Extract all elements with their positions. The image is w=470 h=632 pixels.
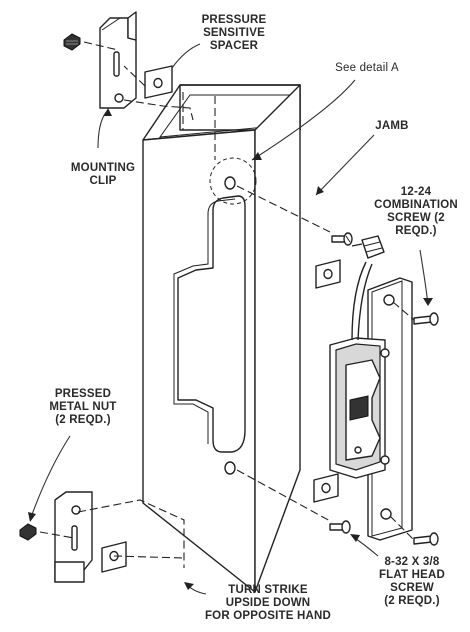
pressure-spacer-mid	[315, 259, 341, 289]
combination-screw-label: 12-24 COMBINATION SCREW (2 REQD.)	[374, 186, 458, 237]
mounting-clip-top	[99, 11, 137, 109]
pressure-spacer-label: PRESSURE SENSITIVE SPACER	[201, 14, 267, 52]
pressed-metal-nut-bottom	[19, 523, 37, 541]
combination-screw-top	[413, 312, 439, 326]
flat-head-screw-label: 8-32 X 3/8 FLAT HEAD SCREW (2 REQD.)	[378, 556, 446, 607]
leaders	[28, 43, 433, 595]
mounting-clip-label: MOUNTING CLIP	[70, 162, 136, 187]
flat-head-screw-bottom	[413, 532, 439, 546]
wire-connector	[351, 235, 385, 259]
pressure-spacer-low	[313, 473, 339, 503]
jamb	[142, 84, 301, 593]
detail-a-label: See detail A	[335, 62, 399, 74]
pressed-metal-nut-label: PRESSED METAL NUT (2 REQD.)	[49, 388, 117, 426]
mounting-clip-bottom	[54, 491, 93, 583]
screw-lower-left	[329, 520, 351, 534]
electric-strike	[329, 235, 413, 541]
pressed-metal-nut-top	[63, 33, 81, 51]
pressure-spacer-bottom	[101, 541, 127, 573]
pressure-spacer-top	[144, 65, 173, 99]
screw-upper-left	[331, 232, 353, 246]
turn-strike-label: TURN STRIKE UPSIDE DOWN FOR OPPOSITE HAN…	[204, 584, 332, 622]
jamb-label: JAMB	[375, 120, 409, 132]
